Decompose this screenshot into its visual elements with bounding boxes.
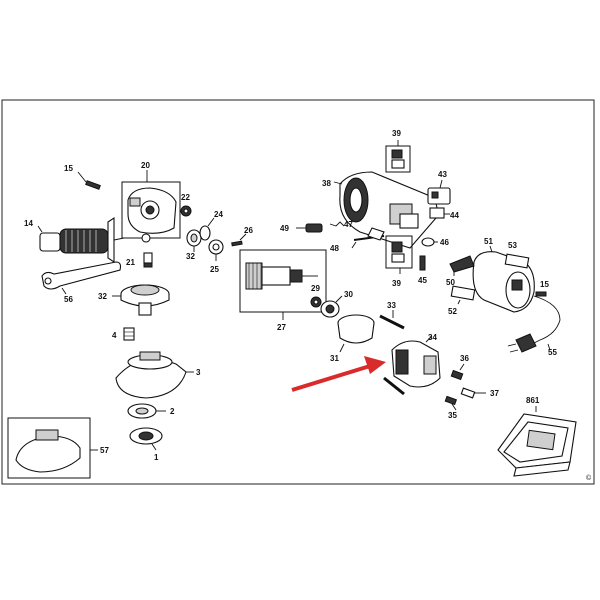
part-32-spindle-assembly[interactable] [120, 284, 170, 316]
callout-33: 33 [387, 301, 396, 310]
part-861-carry-case[interactable] [497, 406, 577, 477]
callout-861: 861 [526, 396, 540, 405]
callout-15-right: 15 [540, 280, 549, 289]
callout-32-top: 32 [186, 252, 195, 261]
part-50-cable-sleeve[interactable] [449, 255, 475, 276]
diagram-frame [1, 99, 595, 485]
callout-57: 57 [100, 446, 109, 455]
callout-30: 30 [344, 290, 353, 299]
callout-36: 36 [460, 354, 469, 363]
callout-4: 4 [112, 331, 117, 340]
callout-45: 45 [418, 276, 427, 285]
callout-46: 46 [440, 238, 449, 247]
callout-15-left: 15 [64, 164, 73, 173]
part-49-switch-lever[interactable] [296, 223, 323, 233]
callout-53: 53 [508, 241, 517, 250]
part-24-washer[interactable] [199, 217, 215, 241]
part-37-brush[interactable] [460, 387, 486, 399]
part-39-switch-top[interactable] [385, 140, 411, 173]
callout-32-bottom: 32 [98, 292, 107, 301]
part-44-cover[interactable] [429, 207, 450, 219]
corner-mark: © [586, 474, 592, 482]
part-33-screw[interactable] [379, 310, 405, 330]
callout-35: 35 [448, 411, 457, 420]
part-43-switch[interactable] [427, 179, 451, 205]
callout-55: 55 [548, 348, 557, 357]
callout-1: 1 [154, 453, 159, 462]
part-56-spanner[interactable] [41, 261, 122, 295]
callout-39-top: 39 [392, 129, 401, 138]
part-36-brush-holder[interactable] [450, 363, 465, 381]
part-47-spring[interactable] [329, 221, 345, 227]
callout-26: 26 [244, 226, 253, 235]
callout-49: 49 [280, 224, 289, 233]
callout-56: 56 [64, 295, 73, 304]
callout-39-bottom: 39 [392, 279, 401, 288]
part-22-bearing[interactable] [180, 205, 192, 217]
part-34-field-stator[interactable] [383, 335, 441, 396]
callout-14: 14 [24, 219, 33, 228]
callout-37: 37 [490, 389, 499, 398]
callout-2: 2 [170, 407, 175, 416]
part-3-guard[interactable] [115, 351, 194, 399]
part-31-fan-baffle[interactable] [337, 314, 375, 353]
part-57-guard-large[interactable] [7, 417, 98, 479]
part-25-washer[interactable] [208, 239, 224, 261]
highlight-arrow [291, 356, 386, 392]
part-52-label[interactable] [450, 285, 476, 305]
part-55-power-cord[interactable] [507, 295, 561, 353]
callout-44: 44 [450, 211, 459, 220]
part-26-screw[interactable] [231, 233, 247, 247]
callout-21: 21 [126, 258, 135, 267]
callout-50: 50 [446, 278, 455, 287]
callout-3: 3 [196, 368, 201, 377]
callout-52: 52 [448, 307, 457, 316]
part-38-motor-housing[interactable] [339, 171, 438, 249]
part-39-switch-bottom[interactable] [385, 235, 413, 274]
part-20-gear-head[interactable] [121, 181, 181, 243]
part-45-screw[interactable] [419, 255, 426, 271]
part-4-part[interactable] [123, 327, 135, 341]
part-48-switch-rod[interactable] [351, 227, 385, 249]
part-1-flange-nut[interactable] [129, 427, 163, 451]
part-46-clamp[interactable] [421, 237, 438, 247]
part-15-screw-right[interactable] [535, 291, 547, 297]
part-14-side-handle[interactable] [39, 216, 125, 264]
part-29-bearing[interactable] [310, 296, 322, 308]
part-15-screw[interactable] [77, 171, 101, 190]
part-51-rear-housing[interactable] [472, 245, 535, 313]
part-32-gear-small[interactable] [186, 229, 202, 252]
part-53-label[interactable] [504, 253, 530, 269]
part-30-bearing[interactable] [320, 295, 343, 318]
callout-20: 20 [141, 161, 150, 170]
callout-47: 47 [344, 220, 353, 229]
callout-22: 22 [181, 193, 190, 202]
callout-31: 31 [330, 354, 339, 363]
callout-24: 24 [214, 210, 223, 219]
callout-51: 51 [484, 237, 493, 246]
part-2-inner-flange[interactable] [127, 403, 166, 419]
callout-29: 29 [311, 284, 320, 293]
part-35-screw[interactable] [444, 395, 458, 411]
callout-48: 48 [330, 244, 339, 253]
part-21-pin[interactable] [143, 252, 153, 268]
callout-38: 38 [322, 179, 331, 188]
callout-25: 25 [210, 265, 219, 274]
callout-34: 34 [428, 333, 437, 342]
part-27-armature[interactable] [239, 249, 327, 313]
callout-43: 43 [438, 170, 447, 179]
callout-27: 27 [277, 323, 286, 332]
